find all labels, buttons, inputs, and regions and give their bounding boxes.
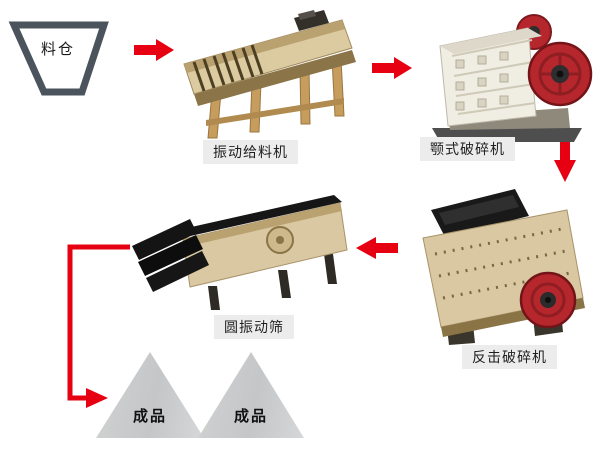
jaw-crusher-label: 颚式破碎机 [420, 137, 515, 161]
impact-crusher-node [415, 180, 595, 345]
hopper-icon [8, 21, 109, 96]
hopper-node: 料仓 [8, 20, 112, 98]
product-pile-left: 成品 [96, 352, 204, 438]
flow-arrow-left [356, 237, 398, 259]
vibrating-screen-label: 圆振动筛 [214, 315, 294, 339]
vibrating-feeder-node [172, 2, 368, 142]
jaw-crusher-node [422, 4, 597, 144]
jaw-crusher-illustration [432, 14, 593, 142]
vibrating-feeder-illustration [183, 10, 356, 139]
product-pile-right: 成品 [198, 352, 304, 438]
product-left-label: 成品 [132, 408, 167, 425]
vibrating-feeder-label: 振动给料机 [203, 140, 298, 164]
flow-arrow-down [554, 142, 576, 182]
flow-arrow-right-2 [372, 57, 412, 79]
product-right-label: 成品 [233, 408, 268, 425]
vibrating-screen-illustration [132, 195, 348, 310]
impact-crusher-label: 反击破碎机 [462, 345, 557, 369]
impact-crusher-illustration [422, 189, 585, 345]
flow-arrow-right-1 [134, 39, 174, 61]
vibrating-screen-node [128, 190, 353, 315]
hopper-label: 料仓 [40, 41, 75, 58]
